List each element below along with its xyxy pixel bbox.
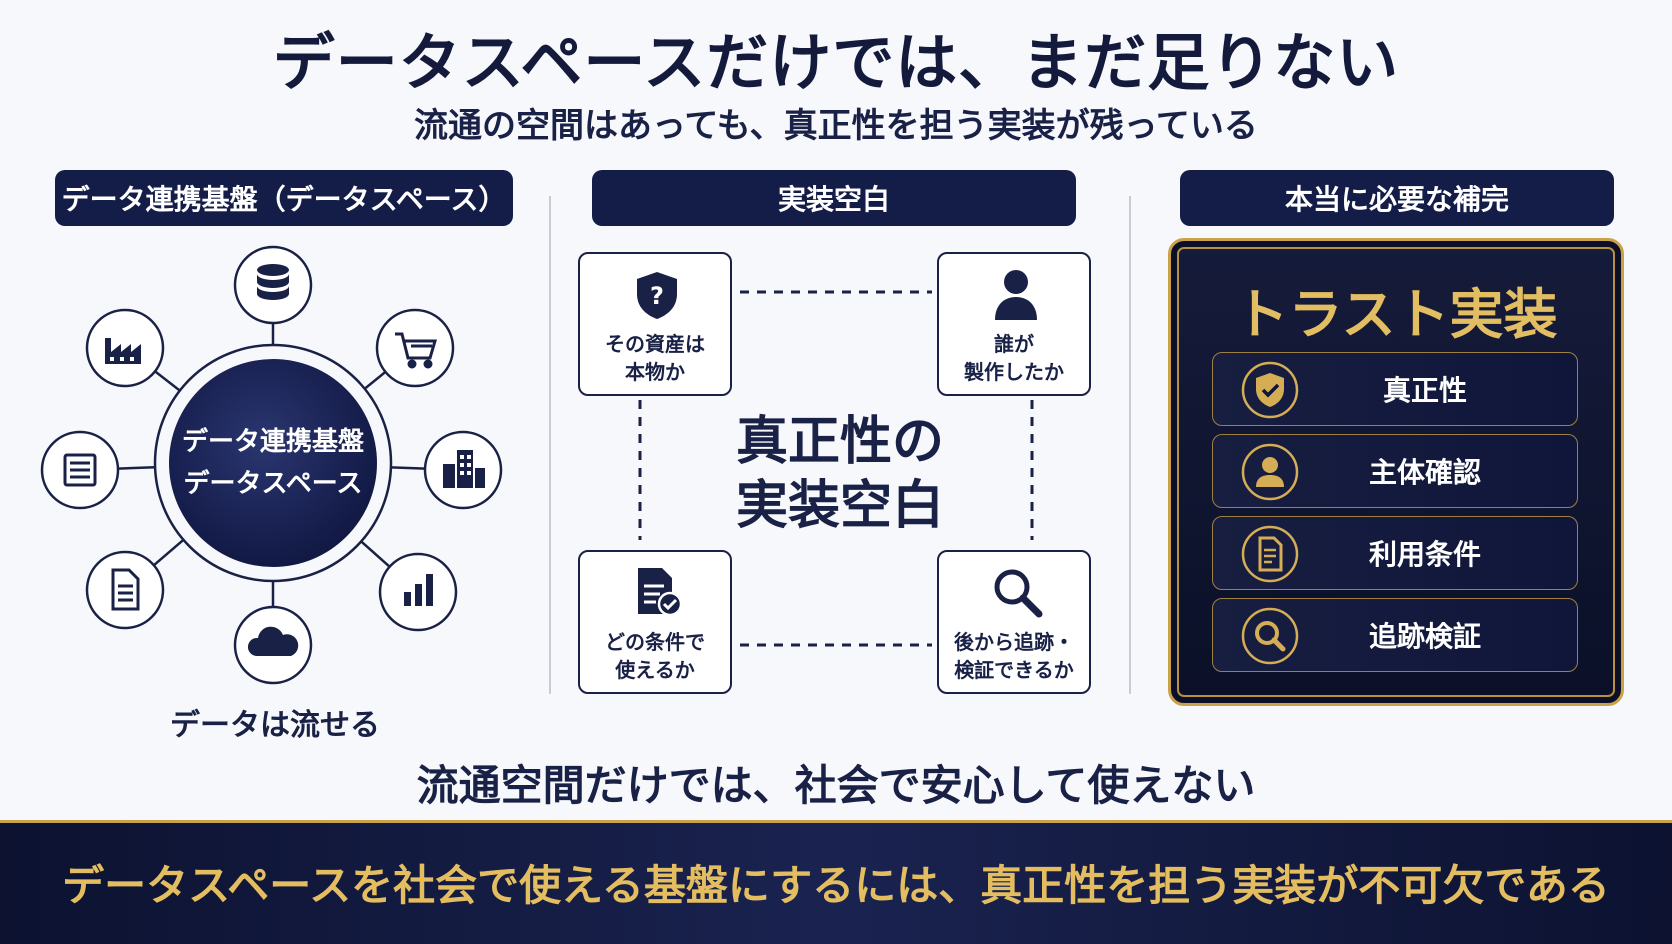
document-check-icon	[638, 568, 683, 617]
gap-box-traceability-line1: 後から追跡・	[954, 630, 1074, 654]
bottom-caption: 流通空間だけでは、社会で安心して使えない	[416, 761, 1256, 810]
data-space-hub-diagram: データ連携基盤 データスペース	[40, 245, 503, 685]
page-title: データスペースだけでは、まだ足りない	[272, 26, 1400, 99]
conclusion-banner-text: データスペースを社会で使える基盤にするには、真正性を担う実装が不可欠である	[62, 861, 1610, 910]
bar-chart-icon	[404, 574, 433, 606]
right-column-header: 本当に必要な補完	[1180, 170, 1614, 226]
flow-caption: データは流せる	[170, 708, 380, 743]
gap-box-authenticity-line2: 本物か	[625, 360, 685, 384]
trust-item-identity: 主体確認	[1212, 434, 1578, 508]
gap-box-conditions-line2: 使えるか	[615, 658, 695, 682]
document-icon	[111, 568, 140, 611]
magnifier-icon	[994, 569, 1043, 618]
gap-box-creator: 誰が 製作したか	[937, 252, 1091, 396]
trust-item-authenticity: 真正性	[1212, 352, 1578, 426]
factory-icon	[105, 338, 141, 364]
gap-center-line1: 真正性の	[735, 412, 944, 472]
gap-box-authenticity: ? その資産は 本物か	[578, 252, 732, 396]
middle-column-header: 実装空白	[592, 170, 1076, 226]
cloud-icon	[247, 626, 299, 656]
trust-item-identity-label: 主体確認	[1368, 456, 1481, 489]
person-icon	[995, 270, 1037, 320]
hub-label-line2: データスペース	[184, 468, 363, 499]
gap-box-authenticity-line1: その資産は	[605, 332, 705, 356]
column-divider-left	[549, 196, 551, 694]
gap-center-label: 真正性の 実装空白	[700, 410, 980, 538]
database-icon	[257, 264, 289, 300]
shield-check-icon	[1241, 361, 1299, 419]
trust-item-terms: 利用条件	[1212, 516, 1578, 590]
document-icon	[1241, 525, 1299, 583]
gap-box-conditions-line1: どの条件で	[605, 630, 705, 654]
conclusion-banner	[0, 820, 1672, 944]
gap-center-line2: 実装空白	[735, 476, 944, 536]
cart-icon	[395, 332, 438, 369]
trust-item-terms-label: 利用条件	[1368, 538, 1481, 571]
hub-core	[169, 359, 377, 567]
column-divider-right	[1129, 196, 1131, 694]
gap-box-traceability-line2: 検証できるか	[954, 658, 1074, 682]
shield-question-icon: ?	[637, 272, 677, 319]
trust-item-verification: 追跡検証	[1212, 598, 1578, 672]
gap-box-conditions: どの条件で 使えるか	[578, 550, 732, 694]
building-icon	[443, 450, 485, 488]
gap-box-creator-line2: 製作したか	[964, 360, 1064, 384]
list-icon	[63, 453, 97, 487]
left-column-header: データ連携基盤（データスペース）	[55, 170, 513, 226]
trust-title: トラスト実装	[1234, 283, 1558, 346]
trust-item-verification-label: 追跡検証	[1368, 620, 1481, 653]
gap-connectors	[638, 290, 1034, 647]
gap-box-traceability: 後から追跡・ 検証できるか	[937, 550, 1091, 694]
trust-item-authenticity-label: 真正性	[1382, 374, 1467, 407]
gap-box-creator-line1: 誰が	[994, 332, 1034, 356]
magnifier-icon	[1241, 607, 1299, 665]
page-subtitle: 流通の空間はあっても、真正性を担う実装が残っている	[414, 106, 1258, 146]
person-icon	[1241, 443, 1299, 501]
hub-label-line1: データ連携基盤	[182, 426, 365, 457]
svg-text:?: ?	[650, 282, 664, 310]
